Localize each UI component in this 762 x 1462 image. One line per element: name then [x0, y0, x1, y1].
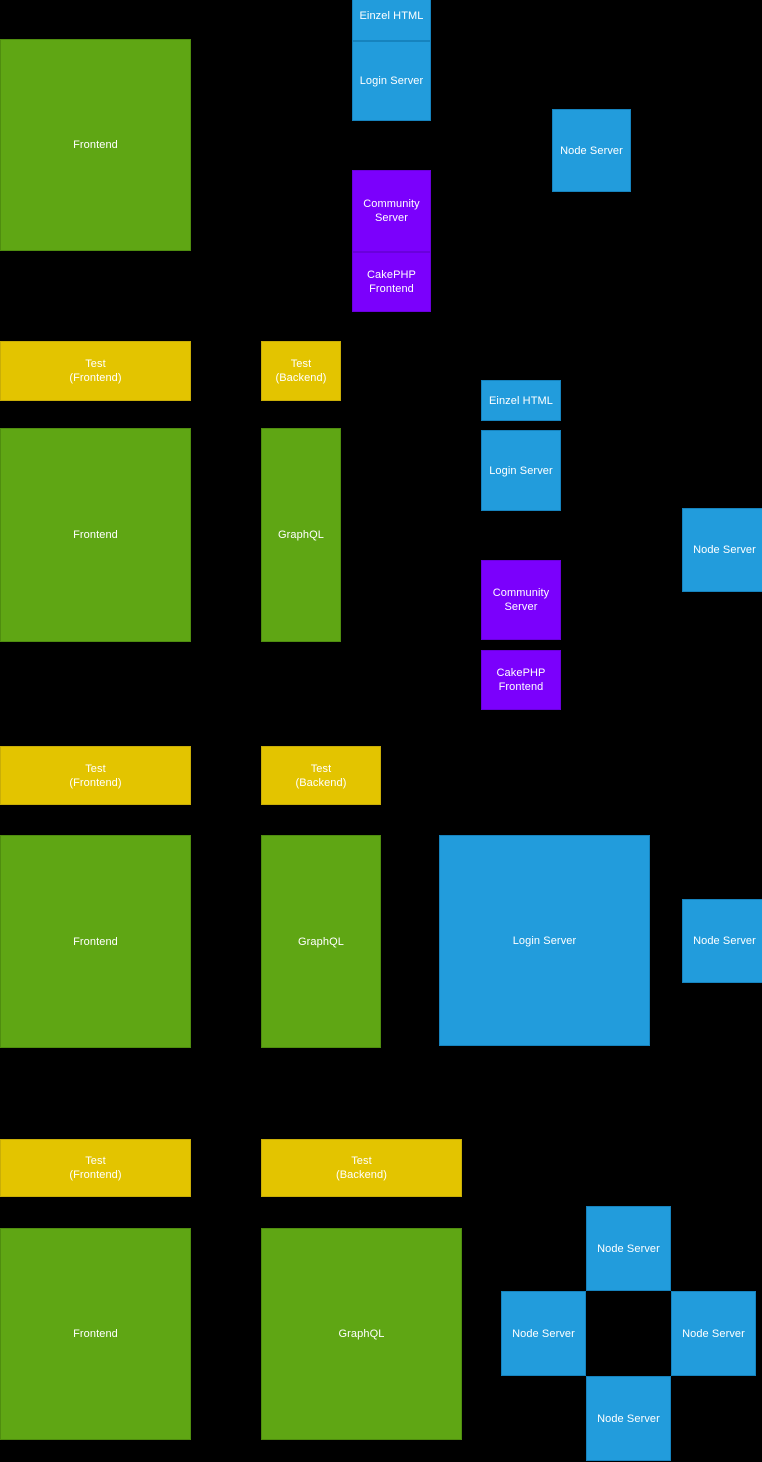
node-box-s1-einzel-html[interactable]: Einzel HTML: [352, 0, 431, 41]
node-box-s4-node-server-bottom[interactable]: Node Server: [586, 1376, 671, 1461]
node-box-s2-login-server[interactable]: Login Server: [481, 430, 561, 511]
node-label: Einzel HTML: [488, 394, 554, 407]
node-box-s2-frontend[interactable]: Frontend: [0, 428, 191, 642]
node-label: Community Server: [492, 587, 550, 613]
node-label: Frontend: [73, 529, 118, 541]
node-label: CakePHP Frontend: [367, 269, 416, 295]
node-box-s1-node-server[interactable]: Node Server: [552, 109, 631, 192]
node-label: Test (Frontend): [69, 1155, 122, 1181]
node-label: Frontend: [73, 139, 118, 151]
node-box-s2-community-server[interactable]: Community Server: [481, 560, 561, 640]
node-label: Test (Backend): [335, 1155, 388, 1181]
node-box-s2-einzel-html[interactable]: Einzel HTML: [481, 380, 561, 421]
node-label: Node Server: [560, 144, 623, 157]
node-box-s4-node-server-right[interactable]: Node Server: [671, 1291, 756, 1376]
node-box-s4-test-backend[interactable]: Test (Backend): [261, 1139, 462, 1197]
node-label: Login Server: [512, 934, 577, 947]
node-label: Node Server: [512, 1327, 575, 1340]
node-box-s3-test-frontend[interactable]: Test (Frontend): [0, 746, 191, 805]
node-box-s3-login-server[interactable]: Login Server: [439, 835, 650, 1046]
node-label: Node Server: [693, 544, 756, 556]
node-label: Frontend: [73, 1328, 118, 1340]
node-label: GraphQL: [298, 935, 344, 948]
node-box-s4-frontend[interactable]: Frontend: [0, 1228, 191, 1440]
node-label: Login Server: [489, 464, 553, 477]
node-box-s1-login-server[interactable]: Login Server: [352, 41, 431, 121]
node-box-s4-test-frontend[interactable]: Test (Frontend): [0, 1139, 191, 1197]
node-label: Einzel HTML: [359, 9, 424, 22]
node-label: Test (Frontend): [69, 358, 122, 384]
node-box-s2-graphql[interactable]: GraphQL: [261, 428, 341, 642]
node-box-s4-node-server-top[interactable]: Node Server: [586, 1206, 671, 1291]
node-label: Node Server: [597, 1412, 660, 1425]
node-label: Test (Frontend): [69, 762, 122, 789]
node-box-s1-community-server[interactable]: Community Server: [352, 170, 431, 252]
node-label: Node Server: [682, 1327, 745, 1340]
node-box-s3-graphql[interactable]: GraphQL: [261, 835, 381, 1048]
node-box-s2-node-server[interactable]: Node Server: [682, 508, 762, 592]
node-label: Login Server: [359, 75, 424, 87]
node-box-s3-frontend[interactable]: Frontend: [0, 835, 191, 1048]
node-label: Test (Backend): [295, 762, 347, 789]
node-box-s2-test-frontend[interactable]: Test (Frontend): [0, 341, 191, 401]
node-box-s4-node-server-left[interactable]: Node Server: [501, 1291, 586, 1376]
node-box-s3-node-server[interactable]: Node Server: [682, 899, 762, 983]
node-box-s3-test-backend[interactable]: Test (Backend): [261, 746, 381, 805]
node-label: Node Server: [693, 935, 756, 947]
node-label: Community Server: [363, 198, 420, 224]
node-box-s4-graphql[interactable]: GraphQL: [261, 1228, 462, 1440]
node-label: GraphQL: [338, 1328, 385, 1340]
node-box-s1-cakephp-frontend[interactable]: CakePHP Frontend: [352, 252, 431, 312]
node-label: Frontend: [73, 935, 118, 948]
node-box-s1-frontend[interactable]: Frontend: [0, 39, 191, 251]
node-box-s2-cakephp-frontend[interactable]: CakePHP Frontend: [481, 650, 561, 710]
node-box-s2-test-backend[interactable]: Test (Backend): [261, 341, 341, 401]
node-label: CakePHP Frontend: [496, 667, 546, 693]
node-label: GraphQL: [278, 529, 324, 541]
node-label: Test (Backend): [275, 358, 327, 384]
node-label: Node Server: [597, 1242, 660, 1255]
